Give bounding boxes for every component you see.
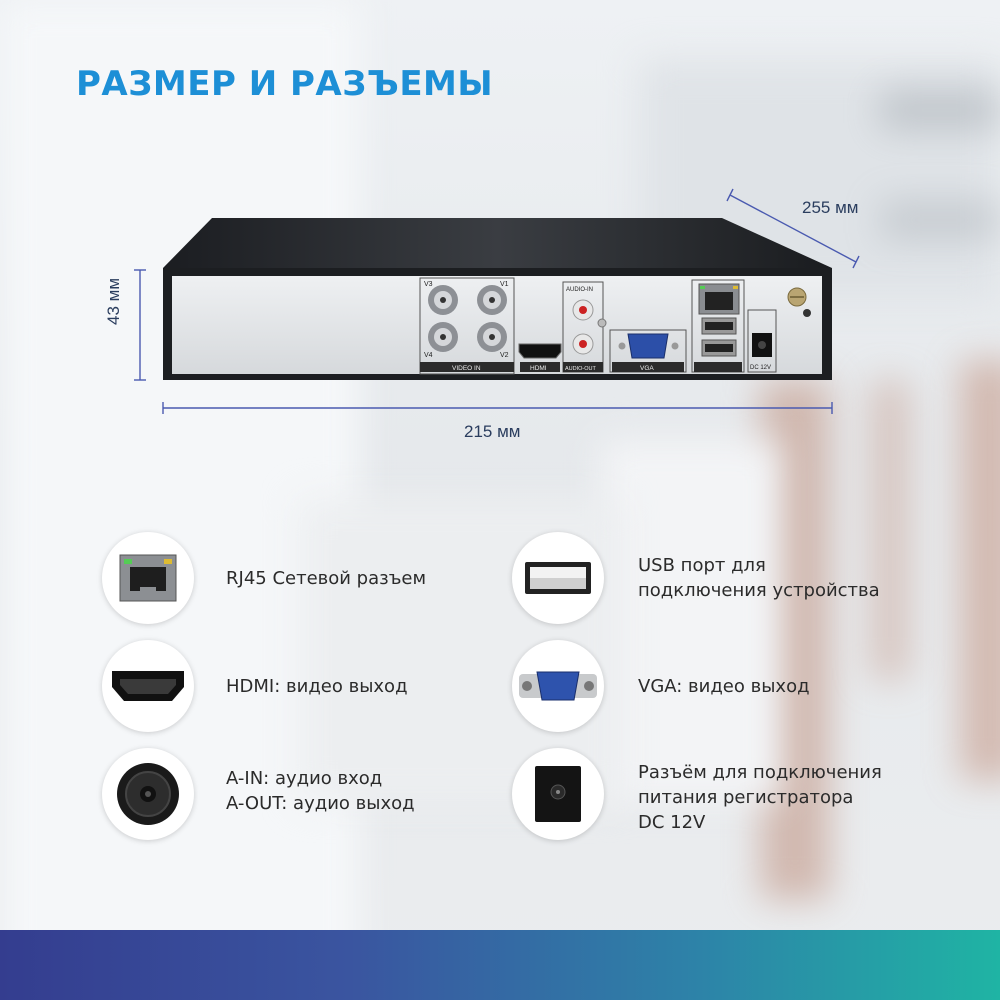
feature-audio-text: A-IN: аудио вход A-OUT: аудио выход <box>226 768 415 814</box>
dvr-device-illustration: V3 V1 V4 V2 VIDEO IN HDMI AUDIO-IN AUDIO… <box>134 188 860 414</box>
label-audio-in: AUDIO-IN <box>566 287 593 293</box>
bnc-connectors <box>428 285 507 352</box>
dvr-top-surface <box>163 218 832 268</box>
audio-icon-circle <box>102 748 194 840</box>
label-audio-out: AUDIO-OUT <box>565 366 597 372</box>
feature-rj45-text: RJ45 Сетевой разъем <box>226 568 427 589</box>
feature-hdmi-text: HDMI: видео выход <box>226 676 408 697</box>
dc-power-icon <box>535 766 581 822</box>
label-hdmi: HDMI <box>530 365 547 372</box>
feature-vga-text: VGA: видео выход <box>638 676 810 697</box>
label-v1: V1 <box>500 281 509 288</box>
panel-hdmi-port <box>518 343 562 359</box>
usb-icon <box>525 562 591 594</box>
label-video-in: VIDEO IN <box>452 365 481 372</box>
dc-power-icon-circle <box>512 748 604 840</box>
usb-icon-circle <box>512 532 604 624</box>
audio-icon <box>117 763 179 825</box>
feature-usb-text: USB порт для подключения устройства <box>638 555 880 601</box>
rj45-icon <box>119 554 177 602</box>
page-title: РАЗМЕР И РАЗЪЕМЫ <box>76 64 494 104</box>
dimension-lines <box>134 188 860 414</box>
height-dimension: 43 мм <box>104 277 123 325</box>
vga-icon-circle <box>512 640 604 732</box>
rj45-icon-circle <box>102 532 194 624</box>
panel-vga-port <box>627 333 669 359</box>
footer-gradient-bar <box>0 930 1000 1000</box>
label-v2: V2 <box>500 352 509 359</box>
vga-icon <box>519 671 597 701</box>
label-v4: V4 <box>424 352 433 359</box>
feature-dc-text: Разъём для подключения питания регистрат… <box>638 762 882 833</box>
label-vga: VGA <box>640 365 654 372</box>
label-dc: DC 12V <box>750 365 771 371</box>
depth-dimension: 255 мм <box>802 198 859 217</box>
width-dimension: 215 мм <box>464 422 521 441</box>
hdmi-icon <box>112 671 184 701</box>
hdmi-icon-circle <box>102 640 194 732</box>
label-v3: V3 <box>424 281 433 288</box>
